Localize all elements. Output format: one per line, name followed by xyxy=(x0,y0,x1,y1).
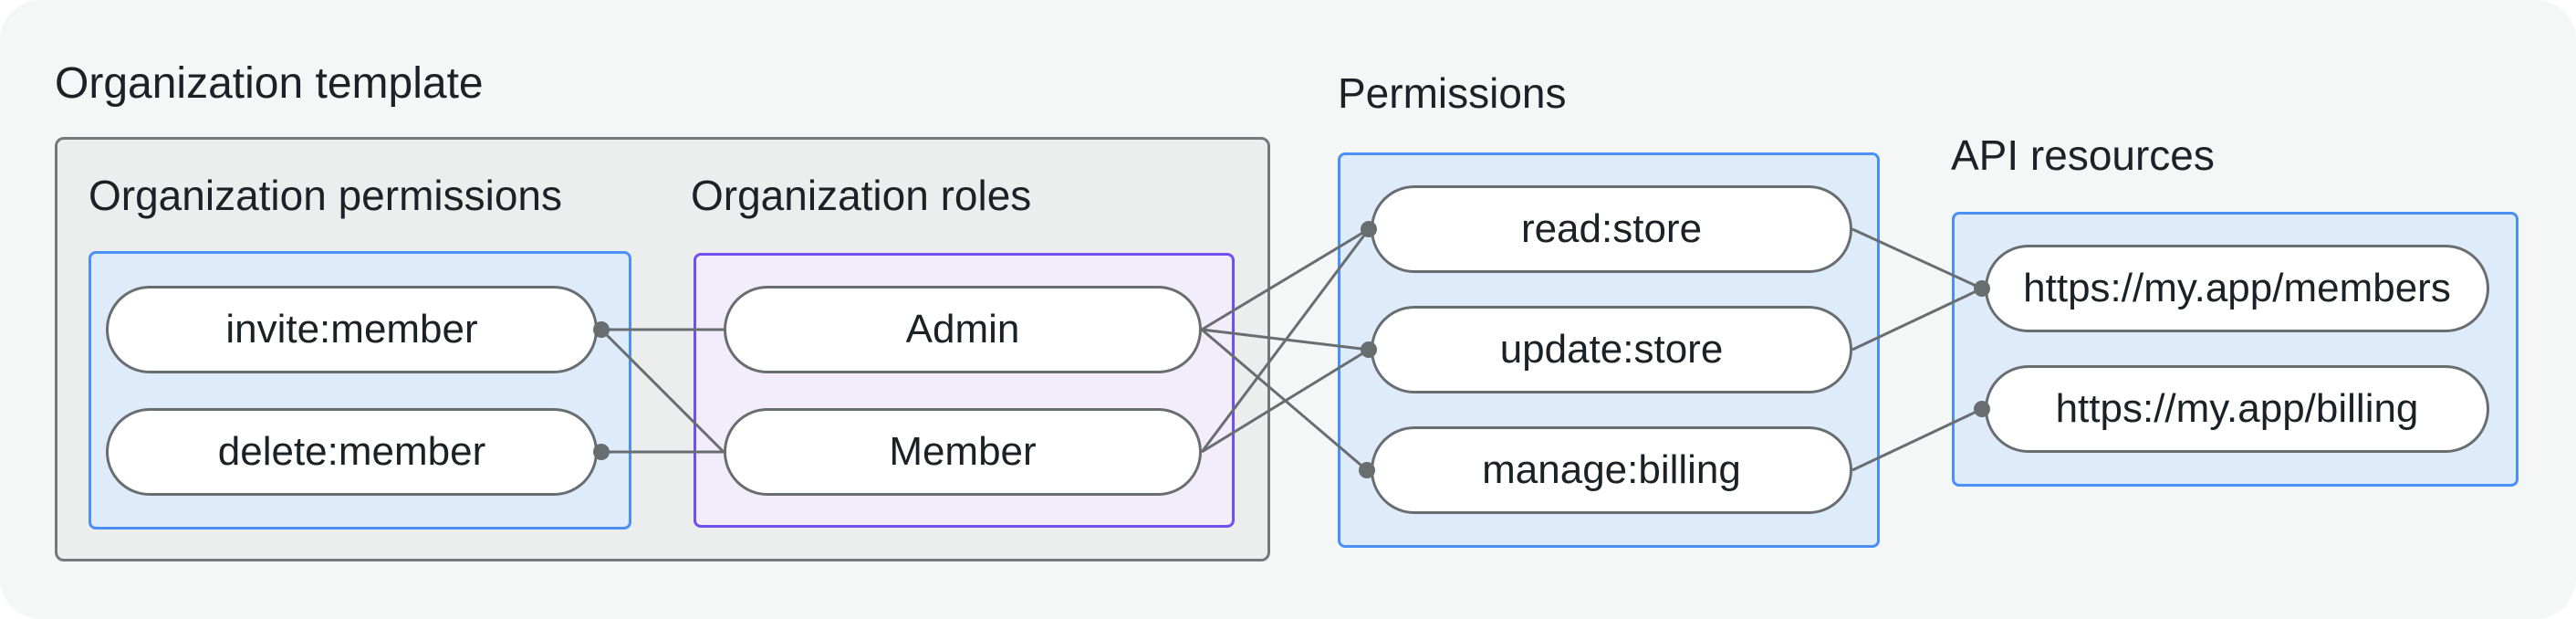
node-member: Member xyxy=(724,408,1202,496)
org-roles-title: Organization roles xyxy=(691,172,1032,219)
permissions-title: Permissions xyxy=(1338,69,1567,117)
node-delete-member: delete:member xyxy=(106,408,598,496)
node-invite-member: invite:member xyxy=(106,286,598,373)
node-manage-billing: manage:billing xyxy=(1371,426,1852,514)
api-resources-title: API resources xyxy=(1951,131,2215,179)
node-update-store: update:store xyxy=(1371,306,1852,393)
node-read-store: read:store xyxy=(1371,185,1852,273)
org-template-title: Organization template xyxy=(55,59,484,108)
node-api-members: https://my.app/members xyxy=(1985,245,2489,332)
org-permissions-title: Organization permissions xyxy=(89,172,563,219)
node-api-billing: https://my.app/billing xyxy=(1985,365,2489,453)
node-admin: Admin xyxy=(724,286,1202,373)
